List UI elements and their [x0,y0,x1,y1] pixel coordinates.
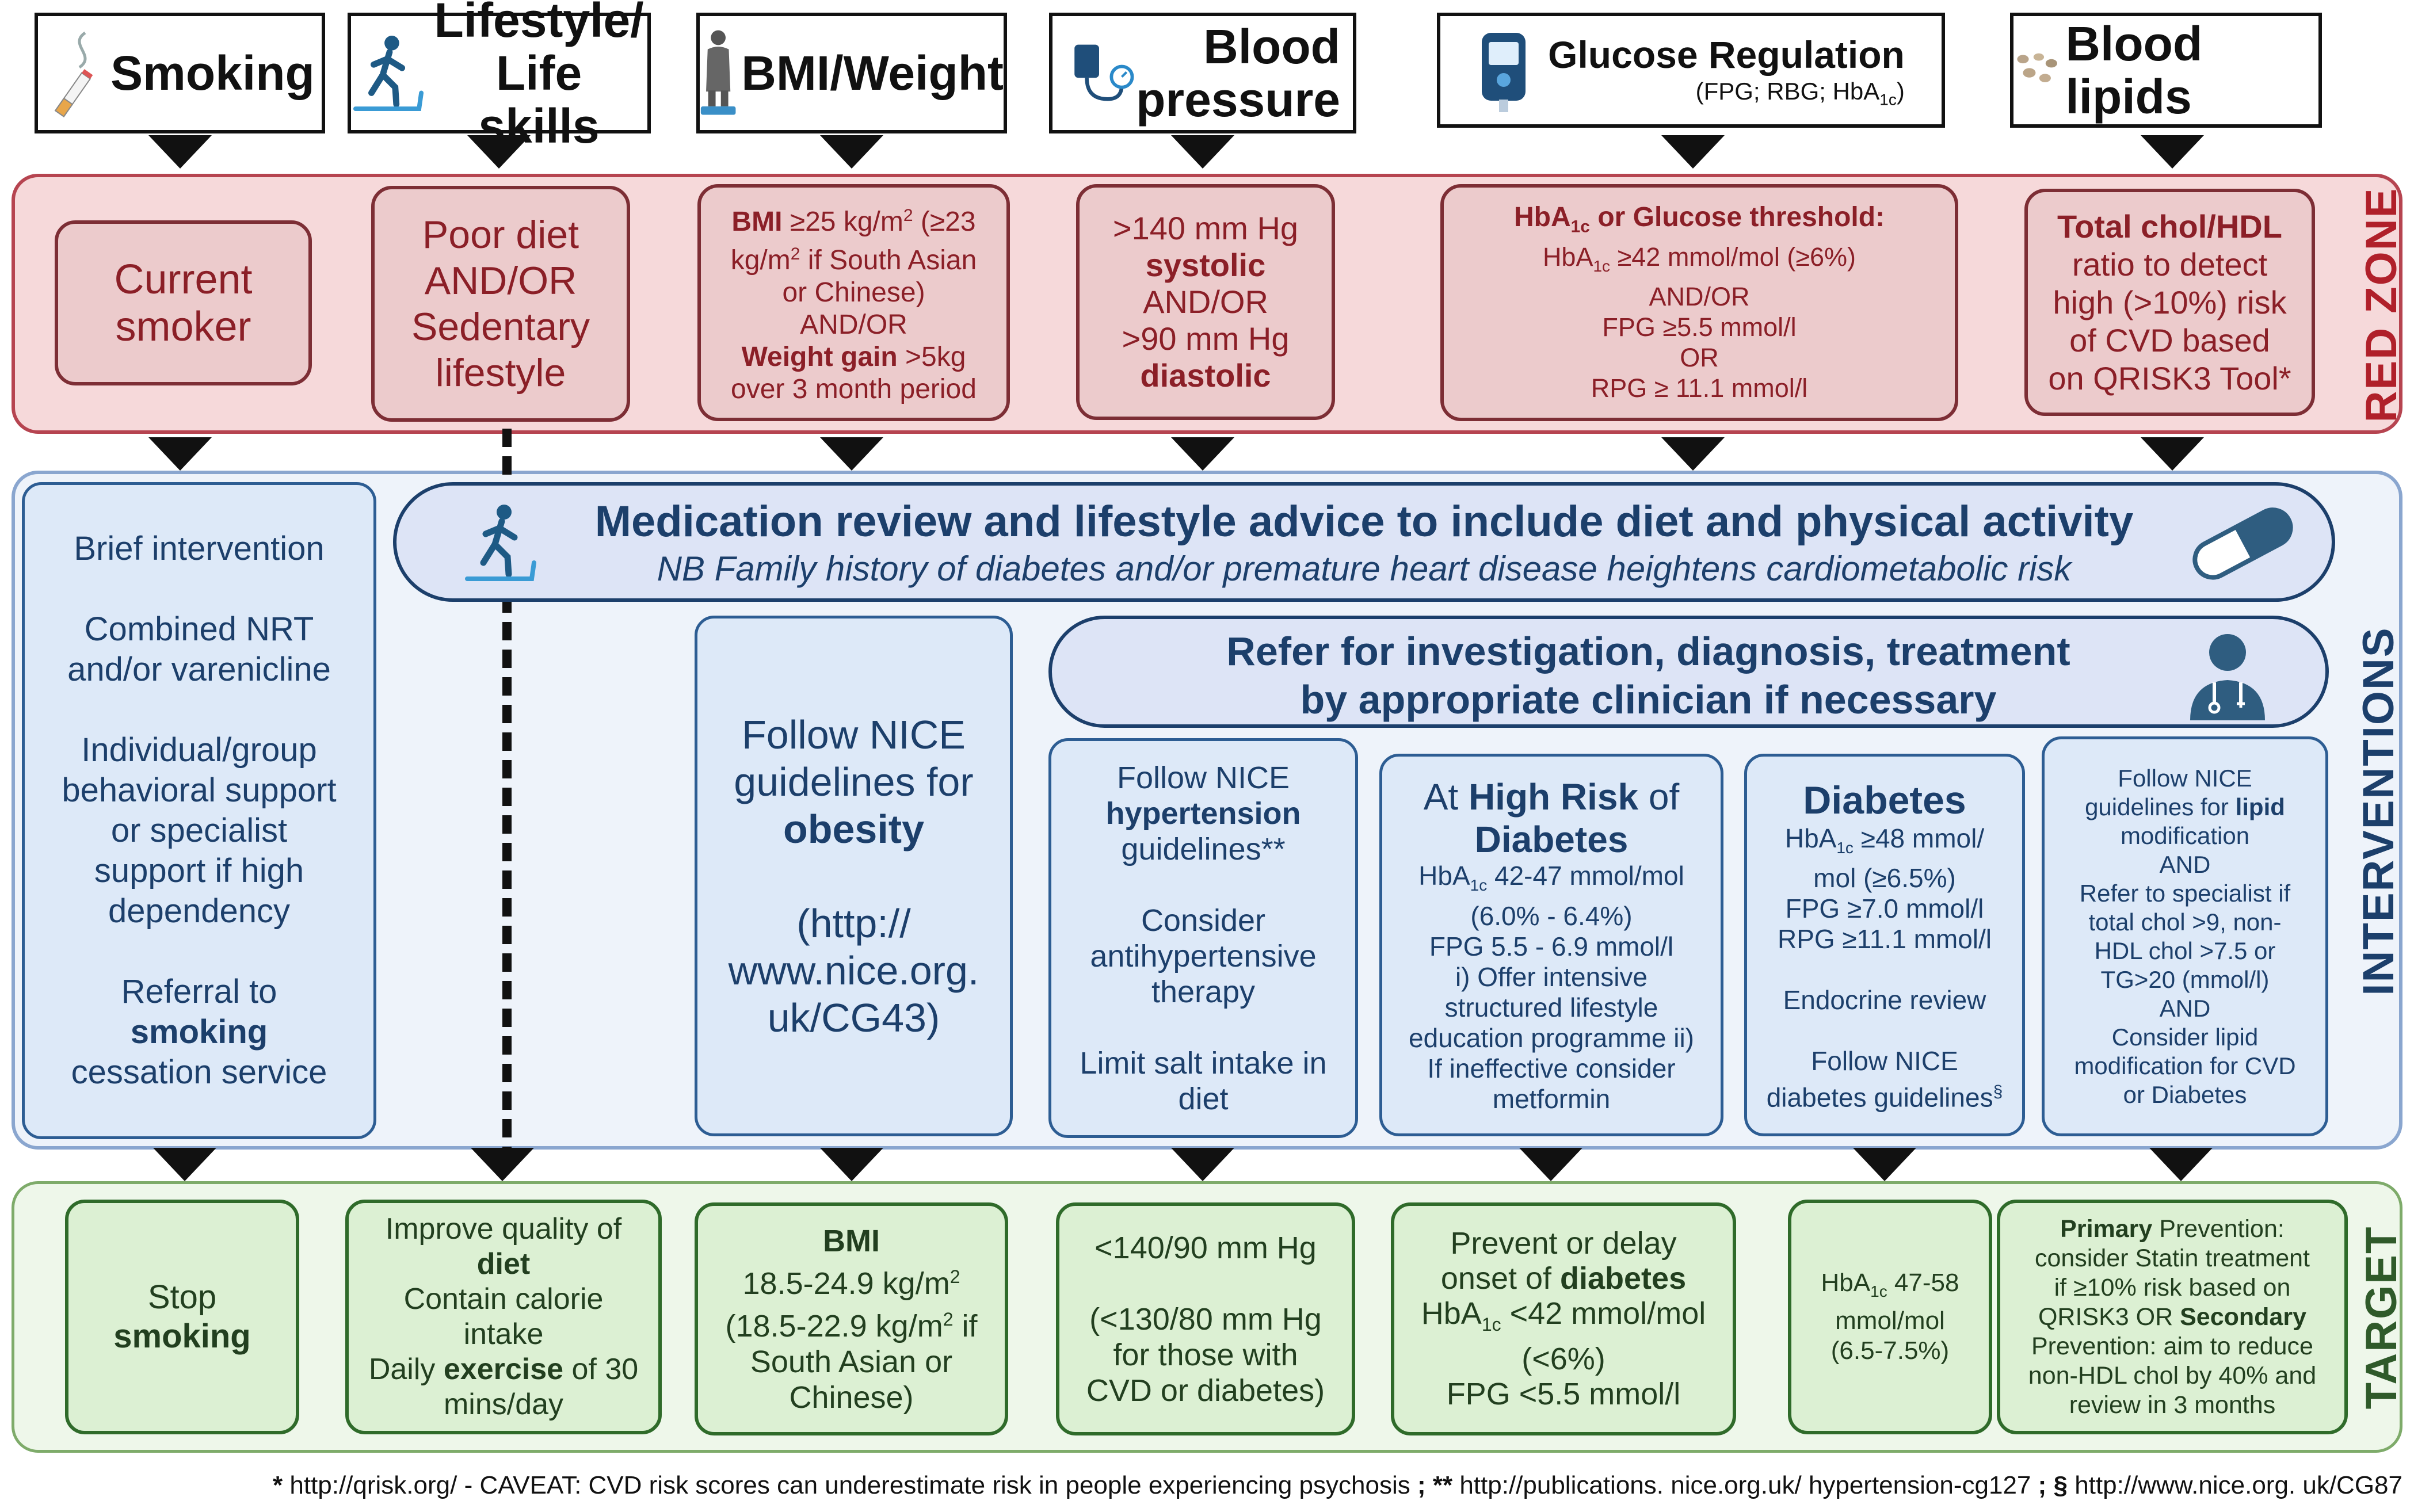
lifestyle-dashed-connector [502,429,512,1165]
header-glucose-label: Glucose Regulation [1548,33,1905,76]
header-glucose-sublabel: (FPG; RBG; HbA1c) [1695,77,1905,109]
arrow-down [471,1148,534,1181]
arrow-down [467,135,531,169]
interventions-label: INTERVENTIONS [2354,627,2403,996]
red-poor-diet: Poor diet AND/OR Sedentary lifestyle [371,186,630,422]
red-blood-pressure-threshold: >140 mm Hg systolic AND/OR >90 mm Hg dia… [1076,184,1335,420]
header-blood-pressure-label: Blood pressure [1136,20,1340,127]
blood-pressure-monitor-icon [1074,44,1134,101]
arrow-down [820,1148,883,1181]
lipid-droplets-icon [2017,53,2057,83]
arrow-down [820,135,883,169]
arrow-down [1171,135,1234,169]
refer-banner-label: Refer for investigation, diagnosis, trea… [1226,629,2070,722]
header-lipids-label: Blood lipids [2065,17,2203,124]
treadmill-runner-icon [465,505,536,581]
intervention-lipid-modification: Follow NICE guidelines for lipid modific… [2042,736,2328,1136]
header-lifestyle-label: Lifestyle/ Life skills [434,0,644,153]
pill-capsule-icon [2192,507,2293,580]
intervention-smoking: Brief intervention Combined NRT and/or v… [22,482,376,1139]
refer-banner: Refer for investigation, diagnosis, trea… [1048,616,2329,728]
medication-review-banner: Medication review and lifestyle advice t… [393,482,2335,602]
intervention-obesity: Follow NICE guidelines for obesity (http… [695,616,1013,1136]
intervention-high-risk-diabetes: At High Risk of Diabetes HbA1c 42-47 mmo… [1379,754,1723,1136]
red-current-smoker: Current smoker [55,220,312,385]
doctor-icon [2190,634,2265,720]
footnote: * http://qrisk.org/ - CAVEAT: CVD risk s… [272,1471,2402,1499]
target-blood-pressure: <140/90 mm Hg (<130/80 mm Hg for those w… [1056,1202,1355,1435]
arrow-down [820,437,883,471]
header-lifestyle: Lifestyle/ Life skills [348,0,651,152]
arrow-down [1661,135,1725,169]
arrow-down [148,437,212,471]
target-statin: Primary Prevention: consider Statin trea… [1997,1200,2348,1434]
intervention-diabetes: Diabetes HbA1c ≥48 mmol/ mol (≥6.5%) FPG… [1744,754,2025,1136]
red-bmi-threshold: BMI ≥25 kg/m2 (≥23 kg/m2 if South Asian … [697,184,1010,421]
medication-review-subtitle: NB Family history of diabetes and/or pre… [657,549,2072,588]
header-bmi: BMI/Weight [696,13,1007,133]
arrow-down [1661,437,1725,471]
intervention-hypertension: Follow NICE hypertension guidelines** Co… [1048,738,1358,1138]
header-glucose: Glucose Regulation (FPG; RBG; HbA1c) [1437,13,1945,128]
target-prevent-diabetes: Prevent or delay onset of diabetes HbA1c… [1391,1202,1736,1435]
arrow-down [148,135,212,169]
arrow-down [1171,437,1234,471]
target-diet: Improve quality of diet Contain calorie … [345,1200,662,1434]
arrow-down [2149,1148,2213,1181]
arrow-down [1853,1148,1916,1181]
target-stop-smoking: Stop smoking [65,1200,299,1434]
red-zone-label: RED ZONE [2357,187,2406,423]
header-lipids: Blood lipids [2010,13,2322,128]
header-smoking: Smoking [35,13,325,133]
target-hba1c: HbA1c 47-58 mmol/mol (6.5-7.5%) [1788,1200,1992,1434]
header-smoking-label: Smoking [110,46,315,100]
header-blood-pressure: Blood pressure [1049,13,1356,133]
target-label: TARGET [2357,1225,2406,1410]
treadmill-runner-icon [353,36,424,111]
header-bmi-label: BMI/Weight [741,46,1004,100]
target-bmi: BMI 18.5-24.9 kg/m2 (18.5-22.9 kg/m2 if … [695,1202,1008,1435]
red-glucose-threshold: HbA1c or Glucose threshold: HbA1c ≥42 mm… [1440,184,1958,421]
arrow-down [1519,1148,1582,1181]
glucose-meter-icon [1482,33,1526,112]
red-lipid-threshold: Total chol/HDL ratio to detect high (>10… [2024,189,2315,416]
medication-review-title: Medication review and lifestyle advice t… [594,497,2134,546]
arrow-down [2141,135,2204,169]
arrow-down [2141,437,2204,471]
cigarette-icon [54,31,93,117]
arrow-down [1171,1148,1234,1181]
person-scale-icon [700,30,736,115]
arrow-down [153,1148,216,1181]
